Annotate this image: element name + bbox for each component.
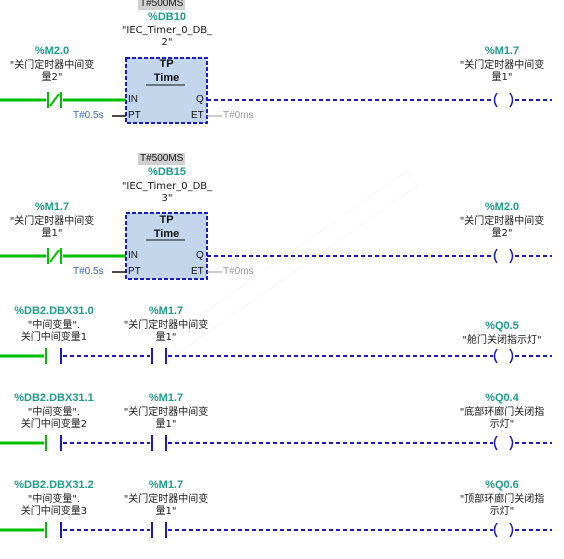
coil-q0-6[interactable] <box>493 522 514 538</box>
pin-pt: PT <box>128 266 141 277</box>
contact-db2-dbx31-2[interactable] <box>45 522 62 538</box>
pin-pt: PT <box>128 110 141 121</box>
pin-q: Q <box>196 94 204 105</box>
contact-address: %M2.0 <box>34 45 70 57</box>
timer-db-address: %DB15 <box>148 166 186 178</box>
contact-m1-7-negated[interactable] <box>47 248 62 264</box>
contact-symbol: "关门定时器中间变 量2" <box>9 60 95 83</box>
contact-address: %M1.7 <box>148 479 184 491</box>
contact-m1-7-rung4[interactable] <box>151 435 167 451</box>
pt-value[interactable]: T#0.5s <box>73 110 104 121</box>
coil-q0-4[interactable] <box>493 435 514 451</box>
tp-timer-block-db10[interactable] <box>125 57 208 124</box>
contact-m1-7-rung5[interactable] <box>151 522 167 538</box>
contact-db2-dbx31-0[interactable] <box>45 348 62 364</box>
coil-address: %M1.7 <box>484 45 520 57</box>
contact-symbol: "中间变量". 关门中间变量1 <box>20 320 88 343</box>
contact-m1-7-rung3[interactable] <box>151 348 167 364</box>
timer-preset-label: T#500MS <box>138 153 186 165</box>
timer-db-address: %DB10 <box>148 11 186 23</box>
pin-in: IN <box>128 94 138 105</box>
coil-symbol: "关门定时器中间变 量2" <box>459 216 545 239</box>
contact-address: %M1.7 <box>148 305 184 317</box>
contact-address: %M1.7 <box>34 201 70 213</box>
coil-symbol: "底部环廊门关闭指 示灯" <box>459 407 545 430</box>
coil-address: %Q0.5 <box>485 320 519 332</box>
tp-timer-block-db15[interactable] <box>125 212 208 280</box>
timer-instance-name: "IEC_Timer_0_DB_ 3" <box>121 181 213 204</box>
pin-q: Q <box>196 250 204 261</box>
timer-instance-name: "IEC_Timer_0_DB_ 2" <box>121 25 213 48</box>
timer-preset-label: T#500MS <box>138 0 186 10</box>
contact-address: %DB2.DBX31.1 <box>14 392 94 404</box>
contact-symbol: "关门定时器中间变 量1" <box>123 407 209 430</box>
timer-type: TP <box>159 214 174 226</box>
coil-address: %Q0.4 <box>485 392 519 404</box>
contact-m2-0-negated[interactable] <box>47 92 62 108</box>
coil-q0-5[interactable] <box>493 348 514 364</box>
coil-address: %Q0.6 <box>485 479 519 491</box>
pt-value[interactable]: T#0.5s <box>73 266 104 277</box>
contact-symbol: "关门定时器中间变 量1" <box>123 320 209 343</box>
contact-symbol: "关门定时器中间变 量1" <box>9 216 95 239</box>
timer-subtype: Time <box>153 72 180 84</box>
contact-address: %M1.7 <box>148 392 184 404</box>
coil-address: %M2.0 <box>484 201 520 213</box>
timer-type: TP <box>159 58 174 70</box>
contact-symbol: "中间变量". 关门中间变量3 <box>20 494 88 517</box>
contact-db2-dbx31-1[interactable] <box>45 435 62 451</box>
pin-in: IN <box>128 250 138 261</box>
contact-symbol: "关门定时器中间变 量1" <box>123 494 209 517</box>
coil-symbol: "顶部环廊门关闭指 示灯" <box>459 494 545 517</box>
timer-subtype: Time <box>153 228 180 240</box>
contact-symbol: "中间变量". 关门中间变量2 <box>20 407 88 430</box>
pin-et: ET <box>191 110 204 121</box>
et-value: T#0ms <box>223 266 254 277</box>
coil-symbol: "舱门关闭指示灯" <box>462 335 542 346</box>
contact-address: %DB2.DBX31.2 <box>14 479 94 491</box>
contact-address: %DB2.DBX31.0 <box>14 305 94 317</box>
et-value: T#0ms <box>223 110 254 121</box>
pin-et: ET <box>191 266 204 277</box>
coil-m2-0[interactable] <box>493 248 514 264</box>
coil-symbol: "关门定时器中间变 量1" <box>459 60 545 83</box>
coil-m1-7[interactable] <box>493 92 514 108</box>
